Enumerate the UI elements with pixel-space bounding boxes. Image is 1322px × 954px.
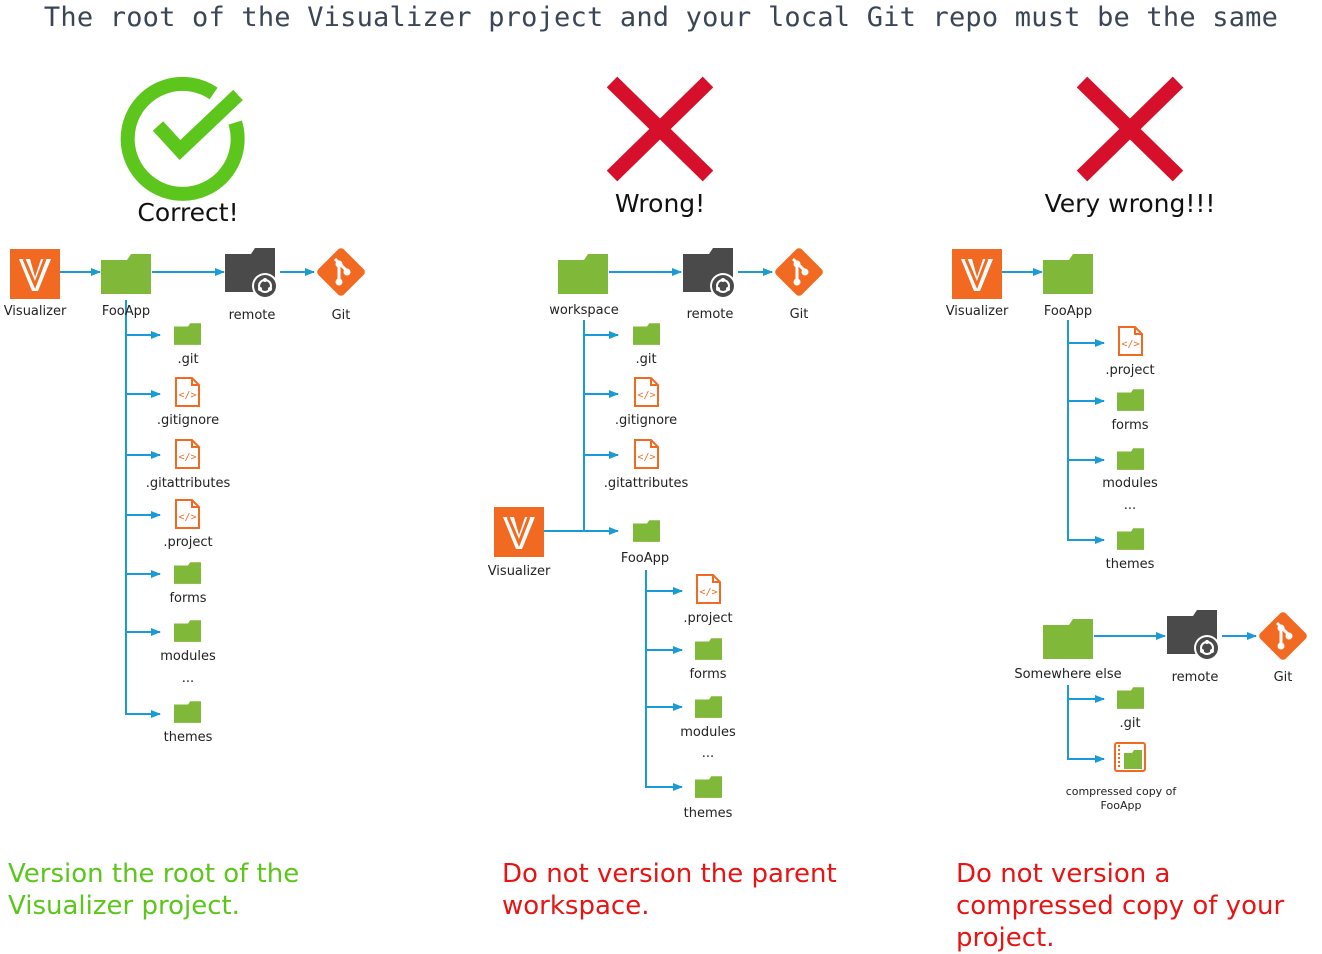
remote-label: remote xyxy=(228,308,276,323)
folder-icon xyxy=(174,323,201,345)
git-label: Git xyxy=(331,308,351,323)
folder-icon xyxy=(633,520,660,542)
tree-item-label: themes xyxy=(1105,557,1155,572)
page-title: The root of the Visualizer project and y… xyxy=(43,2,1279,33)
remote-folder-icon xyxy=(1167,610,1221,662)
root-folder-label: FooApp xyxy=(1043,304,1093,319)
caption-very-wrong: Do not version a compressed copy of your… xyxy=(956,859,1285,953)
folder-icon xyxy=(1117,528,1144,550)
code-file-icon xyxy=(175,499,200,529)
code-file-icon xyxy=(696,574,721,604)
caption-correct: Version the root of the Visualizer proje… xyxy=(8,859,300,921)
tree-item-label: modules xyxy=(1102,476,1158,491)
tree-item-label: forms xyxy=(169,591,207,606)
visualizer-label: Visualizer xyxy=(3,304,67,319)
cross-icon xyxy=(1076,76,1184,182)
diagram-canvas: </> xyxy=(10,76,1310,798)
folder-icon xyxy=(174,562,201,584)
other-folder-label: Somewhere else xyxy=(1014,667,1122,682)
root-folder-label: workspace xyxy=(549,303,619,318)
tree-item-label: .project xyxy=(163,535,213,550)
git-icon xyxy=(1256,609,1310,663)
heading-correct: Correct! xyxy=(137,198,239,227)
git-icon xyxy=(772,245,826,299)
remote-folder-icon xyxy=(683,248,737,300)
folder-icon xyxy=(633,323,660,345)
visualizer-label: Visualizer xyxy=(487,564,551,579)
code-file-icon xyxy=(634,439,659,469)
visualizer-logo-icon xyxy=(494,507,544,557)
tree-item-label: themes xyxy=(163,730,213,745)
tree-item-label: .project xyxy=(683,611,733,626)
code-file-icon xyxy=(175,377,200,407)
folder-icon xyxy=(695,696,722,718)
panel-wrong xyxy=(494,76,826,798)
compressed-file-icon xyxy=(1114,742,1146,772)
folder-icon xyxy=(695,638,722,660)
tree-item-label: FooApp xyxy=(620,551,670,566)
tree-ellipsis: ... xyxy=(181,671,195,686)
tree-item-label: themes xyxy=(683,806,733,821)
compressed-copy-label: compressed copy of FooApp xyxy=(1065,785,1177,812)
git-label: Git xyxy=(789,307,809,322)
tree-item-label: .gitignore xyxy=(614,413,678,428)
tree-item-label: .git xyxy=(635,352,657,367)
tree-item-label: modules xyxy=(680,725,736,740)
visualizer-logo-icon xyxy=(10,249,60,299)
panel-correct xyxy=(10,76,368,723)
tree-item-label: .gitattributes xyxy=(145,476,231,491)
panel-very-wrong xyxy=(952,76,1310,772)
git-label: Git xyxy=(1273,670,1293,685)
code-file-icon xyxy=(175,439,200,469)
folder-icon xyxy=(174,620,201,642)
git-icon xyxy=(314,245,368,299)
folder-icon xyxy=(1043,619,1093,659)
folder-icon xyxy=(1117,687,1144,709)
remote-label: remote xyxy=(1171,670,1219,685)
heading-very-wrong: Very wrong!!! xyxy=(1044,189,1216,218)
tree-item-label: forms xyxy=(1111,418,1149,433)
tree-ellipsis: ... xyxy=(701,746,715,761)
caption-wrong: Do not version the parent workspace. xyxy=(502,859,837,921)
folder-icon xyxy=(174,701,201,723)
code-file-icon xyxy=(1118,326,1143,356)
root-folder-label: FooApp xyxy=(101,304,151,319)
tree-ellipsis: ... xyxy=(1123,498,1137,513)
tree-item-label: modules xyxy=(160,649,216,664)
heading-wrong: Wrong! xyxy=(614,189,706,218)
code-file-icon xyxy=(634,377,659,407)
tree-item-label: forms xyxy=(689,667,727,682)
folder-icon xyxy=(695,776,722,798)
visualizer-label: Visualizer xyxy=(945,304,1009,319)
check-icon xyxy=(120,76,245,201)
visualizer-logo-icon xyxy=(952,249,1002,299)
folder-icon xyxy=(1043,254,1093,294)
folder-icon xyxy=(1117,448,1144,470)
tree-item-label: .git xyxy=(1119,716,1141,731)
cross-icon xyxy=(606,76,714,182)
tree-item-label: .gitignore xyxy=(156,413,220,428)
folder-icon xyxy=(1117,389,1144,411)
folder-icon xyxy=(101,254,151,294)
tree-item-label: .git xyxy=(177,352,199,367)
tree-item-label: .gitattributes xyxy=(603,476,689,491)
tree-item-label: .project xyxy=(1105,363,1155,378)
remote-folder-icon xyxy=(225,248,279,300)
remote-label: remote xyxy=(686,307,734,322)
folder-icon xyxy=(558,254,608,294)
